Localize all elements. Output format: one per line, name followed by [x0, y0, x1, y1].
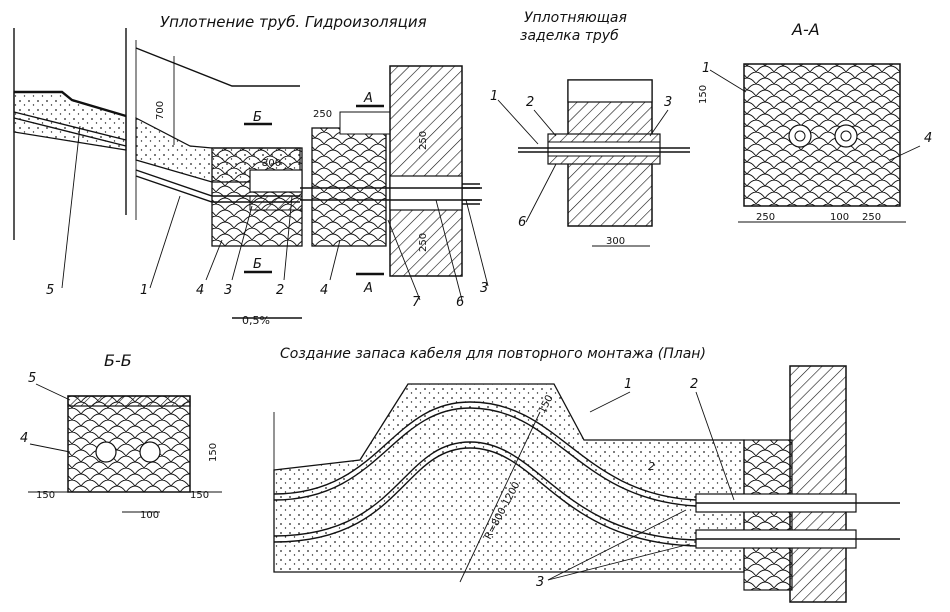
seal-callout-3: 3 [664, 95, 672, 110]
pipe-seal-title-1: Уплотняющая [524, 10, 627, 26]
seal-callout-6: 6 [518, 215, 526, 230]
callout-2: 2 [276, 283, 284, 298]
cut-b-bottom: Б [253, 257, 262, 272]
aa-dim-100: 100 [830, 212, 849, 223]
callout-4: 4 [196, 283, 204, 298]
section-aa-title: А-А [791, 20, 820, 39]
bb-dim-100: 100 [140, 510, 159, 521]
cut-a-top: А [363, 91, 373, 106]
dim-700: 700 [155, 101, 166, 120]
pipe-seal-title-2: заделка труб [520, 28, 619, 44]
seal-callout-2: 2 [526, 95, 534, 110]
callout-6: 6 [456, 295, 464, 310]
bb-callout-5: 5 [28, 371, 36, 386]
aa-dim-250-left: 250 [756, 212, 775, 223]
callout-3: 3 [224, 283, 232, 298]
bb-dim-150-v: 150 [208, 443, 219, 462]
callout-1: 1 [140, 283, 148, 298]
section-bb-drawing: Б-Б 150 150 150 100 5 4 [20, 351, 222, 521]
callout-7: 7 [412, 295, 421, 310]
callout-4b: 4 [320, 283, 328, 298]
plan-callout-2b: 2 [648, 460, 655, 473]
bb-callout-4: 4 [20, 431, 28, 446]
cable-reserve-plan: Создание запаса кабеля для повторного мо… [273, 346, 900, 603]
aa-callout-4: 4 [924, 131, 932, 146]
dim-250-v2: 250 [418, 233, 429, 252]
dim-250-v: 250 [418, 131, 429, 150]
plan-callout-1: 1 [624, 377, 632, 392]
dim-250-top: 250 [313, 109, 332, 120]
dim-300-left: 300 [262, 158, 281, 169]
aa-callout-1: 1 [702, 61, 710, 76]
section-bb-title: Б-Б [104, 351, 132, 370]
cut-b-top: Б [253, 110, 262, 125]
slope-label: 0,5% [242, 314, 270, 327]
section-aa-drawing: А-А 250 100 250 150 1 4 [698, 20, 932, 223]
seal-callout-1: 1 [490, 89, 498, 104]
bb-dim-150-left: 150 [36, 490, 55, 501]
callout-5: 5 [46, 283, 54, 298]
bb-dim-150-right: 150 [190, 490, 209, 501]
plan-callout-3: 3 [536, 575, 544, 590]
sealing-section-drawing: Уплотнение труб. Гидроизоляция 700 300 Б… [13, 13, 489, 327]
plan-callout-2: 2 [690, 377, 698, 392]
dim-300-seal: 300 [606, 236, 625, 247]
reserve-title: Создание запаса кабеля для повторного мо… [280, 346, 706, 362]
cut-a-bottom: А [363, 281, 373, 296]
chamber-wall-right [789, 365, 847, 603]
aa-dim-150: 150 [698, 85, 709, 104]
aa-dim-250-right: 250 [862, 212, 881, 223]
sealing-title: Уплотнение труб. Гидроизоляция [160, 13, 427, 31]
callout-3b: 3 [480, 281, 488, 296]
chamber-wall-left [389, 65, 463, 277]
pipe-seal-drawing: Уплотняющая заделка труб 300 1 2 3 6 [490, 10, 690, 247]
